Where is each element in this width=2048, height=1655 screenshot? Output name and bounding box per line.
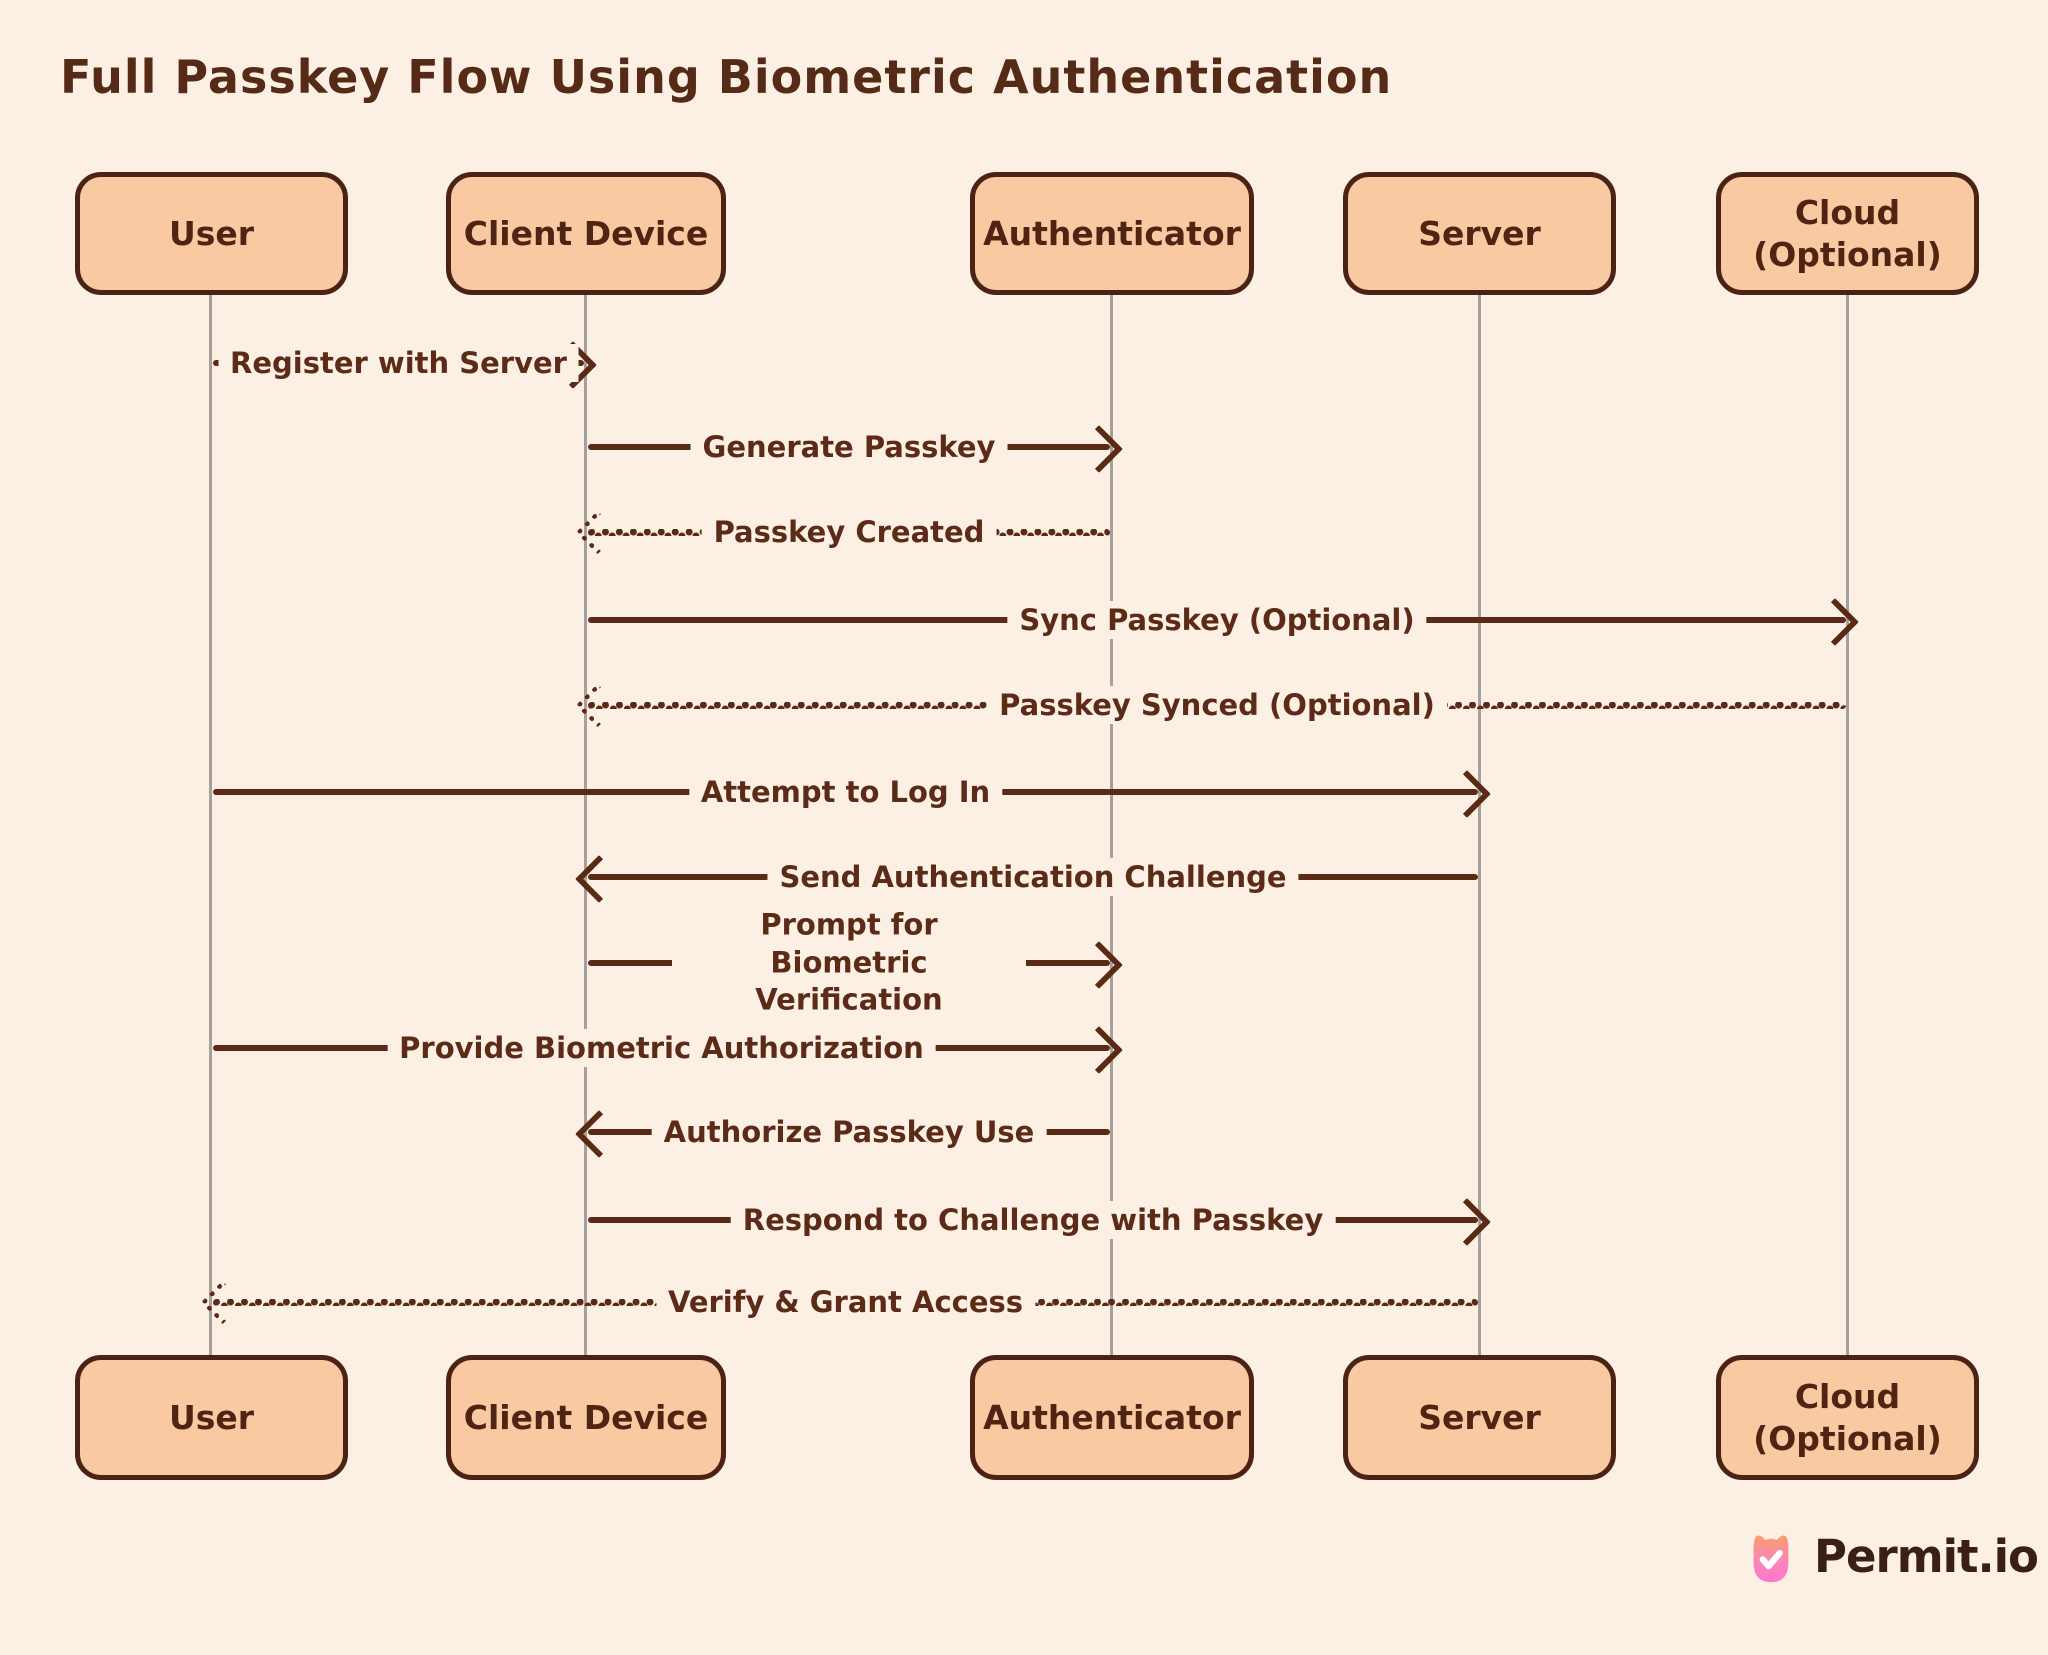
actor-label: Authenticator	[983, 1397, 1241, 1437]
actor-box-authenticator-top: Authenticator	[970, 172, 1254, 295]
message-label: Generate Passkey	[690, 428, 1008, 466]
actor-box-authenticator-bottom: Authenticator	[970, 1355, 1254, 1480]
actor-label: User	[168, 213, 255, 253]
actor-label: Server	[1418, 213, 1541, 253]
message-label: Send Authentication Challenge	[767, 858, 1299, 896]
actor-box-user-bottom: User	[75, 1355, 348, 1480]
arrowhead-left-icon	[575, 510, 620, 555]
actor-label: Cloud (Optional)	[1753, 1377, 1942, 1458]
arrowhead-right-icon	[1074, 424, 1124, 474]
actor-box-server-top: Server	[1343, 172, 1616, 295]
arrowhead-left-icon	[200, 1280, 245, 1325]
actor-label: Server	[1418, 1397, 1541, 1437]
message-label: Sync Passkey (Optional)	[1007, 601, 1427, 639]
message-label: Register with Server	[218, 344, 579, 382]
actor-label: Client Device	[463, 1397, 709, 1437]
lifeline-authenticator	[1110, 295, 1113, 1355]
arrowhead-right-icon	[1442, 769, 1492, 819]
message-label: Passkey Synced (Optional)	[987, 686, 1447, 724]
actor-box-client-device-top: Client Device	[446, 172, 726, 295]
message-label: Verify & Grant Access	[655, 1283, 1036, 1321]
message-label: Attempt to Log In	[688, 773, 1003, 811]
message-label: Provide Biometric Authorization	[387, 1029, 936, 1067]
arrowhead-right-icon	[1442, 1197, 1492, 1247]
actor-label: Authenticator	[983, 213, 1241, 253]
arrowhead-right-icon	[1074, 940, 1124, 990]
lifeline-client-device	[584, 295, 587, 1355]
message-label: Passkey Created	[701, 513, 997, 551]
message-label: Respond to Challenge with Passkey	[730, 1201, 1336, 1239]
arrowhead-left-icon	[575, 683, 620, 728]
actor-label: Client Device	[463, 213, 709, 253]
permit-io-logo: Permit.io	[1742, 1528, 2039, 1585]
arrowhead-right-icon	[1074, 1025, 1124, 1075]
actor-box-cloud-top: Cloud (Optional)	[1716, 172, 1979, 295]
permit-cat-check-icon	[1753, 1535, 1789, 1583]
actor-box-client-device-bottom: Client Device	[446, 1355, 726, 1480]
actor-box-server-bottom: Server	[1343, 1355, 1616, 1480]
actor-label: User	[168, 1397, 255, 1437]
arrowhead-left-icon	[574, 854, 624, 904]
arrowhead-right-icon	[1810, 597, 1860, 647]
diagram-title: Full Passkey Flow Using Biometric Authen…	[60, 50, 1393, 104]
actor-box-cloud-bottom: Cloud (Optional)	[1716, 1355, 1979, 1480]
permit-io-wordmark: Permit.io	[1814, 1530, 2039, 1583]
lifeline-server	[1478, 295, 1481, 1355]
message-label: Prompt for Biometric Verification	[672, 904, 1026, 1022]
lifeline-user	[209, 295, 212, 1355]
actor-label: Cloud (Optional)	[1753, 193, 1942, 274]
actor-box-user-top: User	[75, 172, 348, 295]
message-label: Authorize Passkey Use	[651, 1113, 1047, 1151]
lifeline-cloud	[1846, 295, 1849, 1355]
arrowhead-left-icon	[574, 1109, 624, 1159]
